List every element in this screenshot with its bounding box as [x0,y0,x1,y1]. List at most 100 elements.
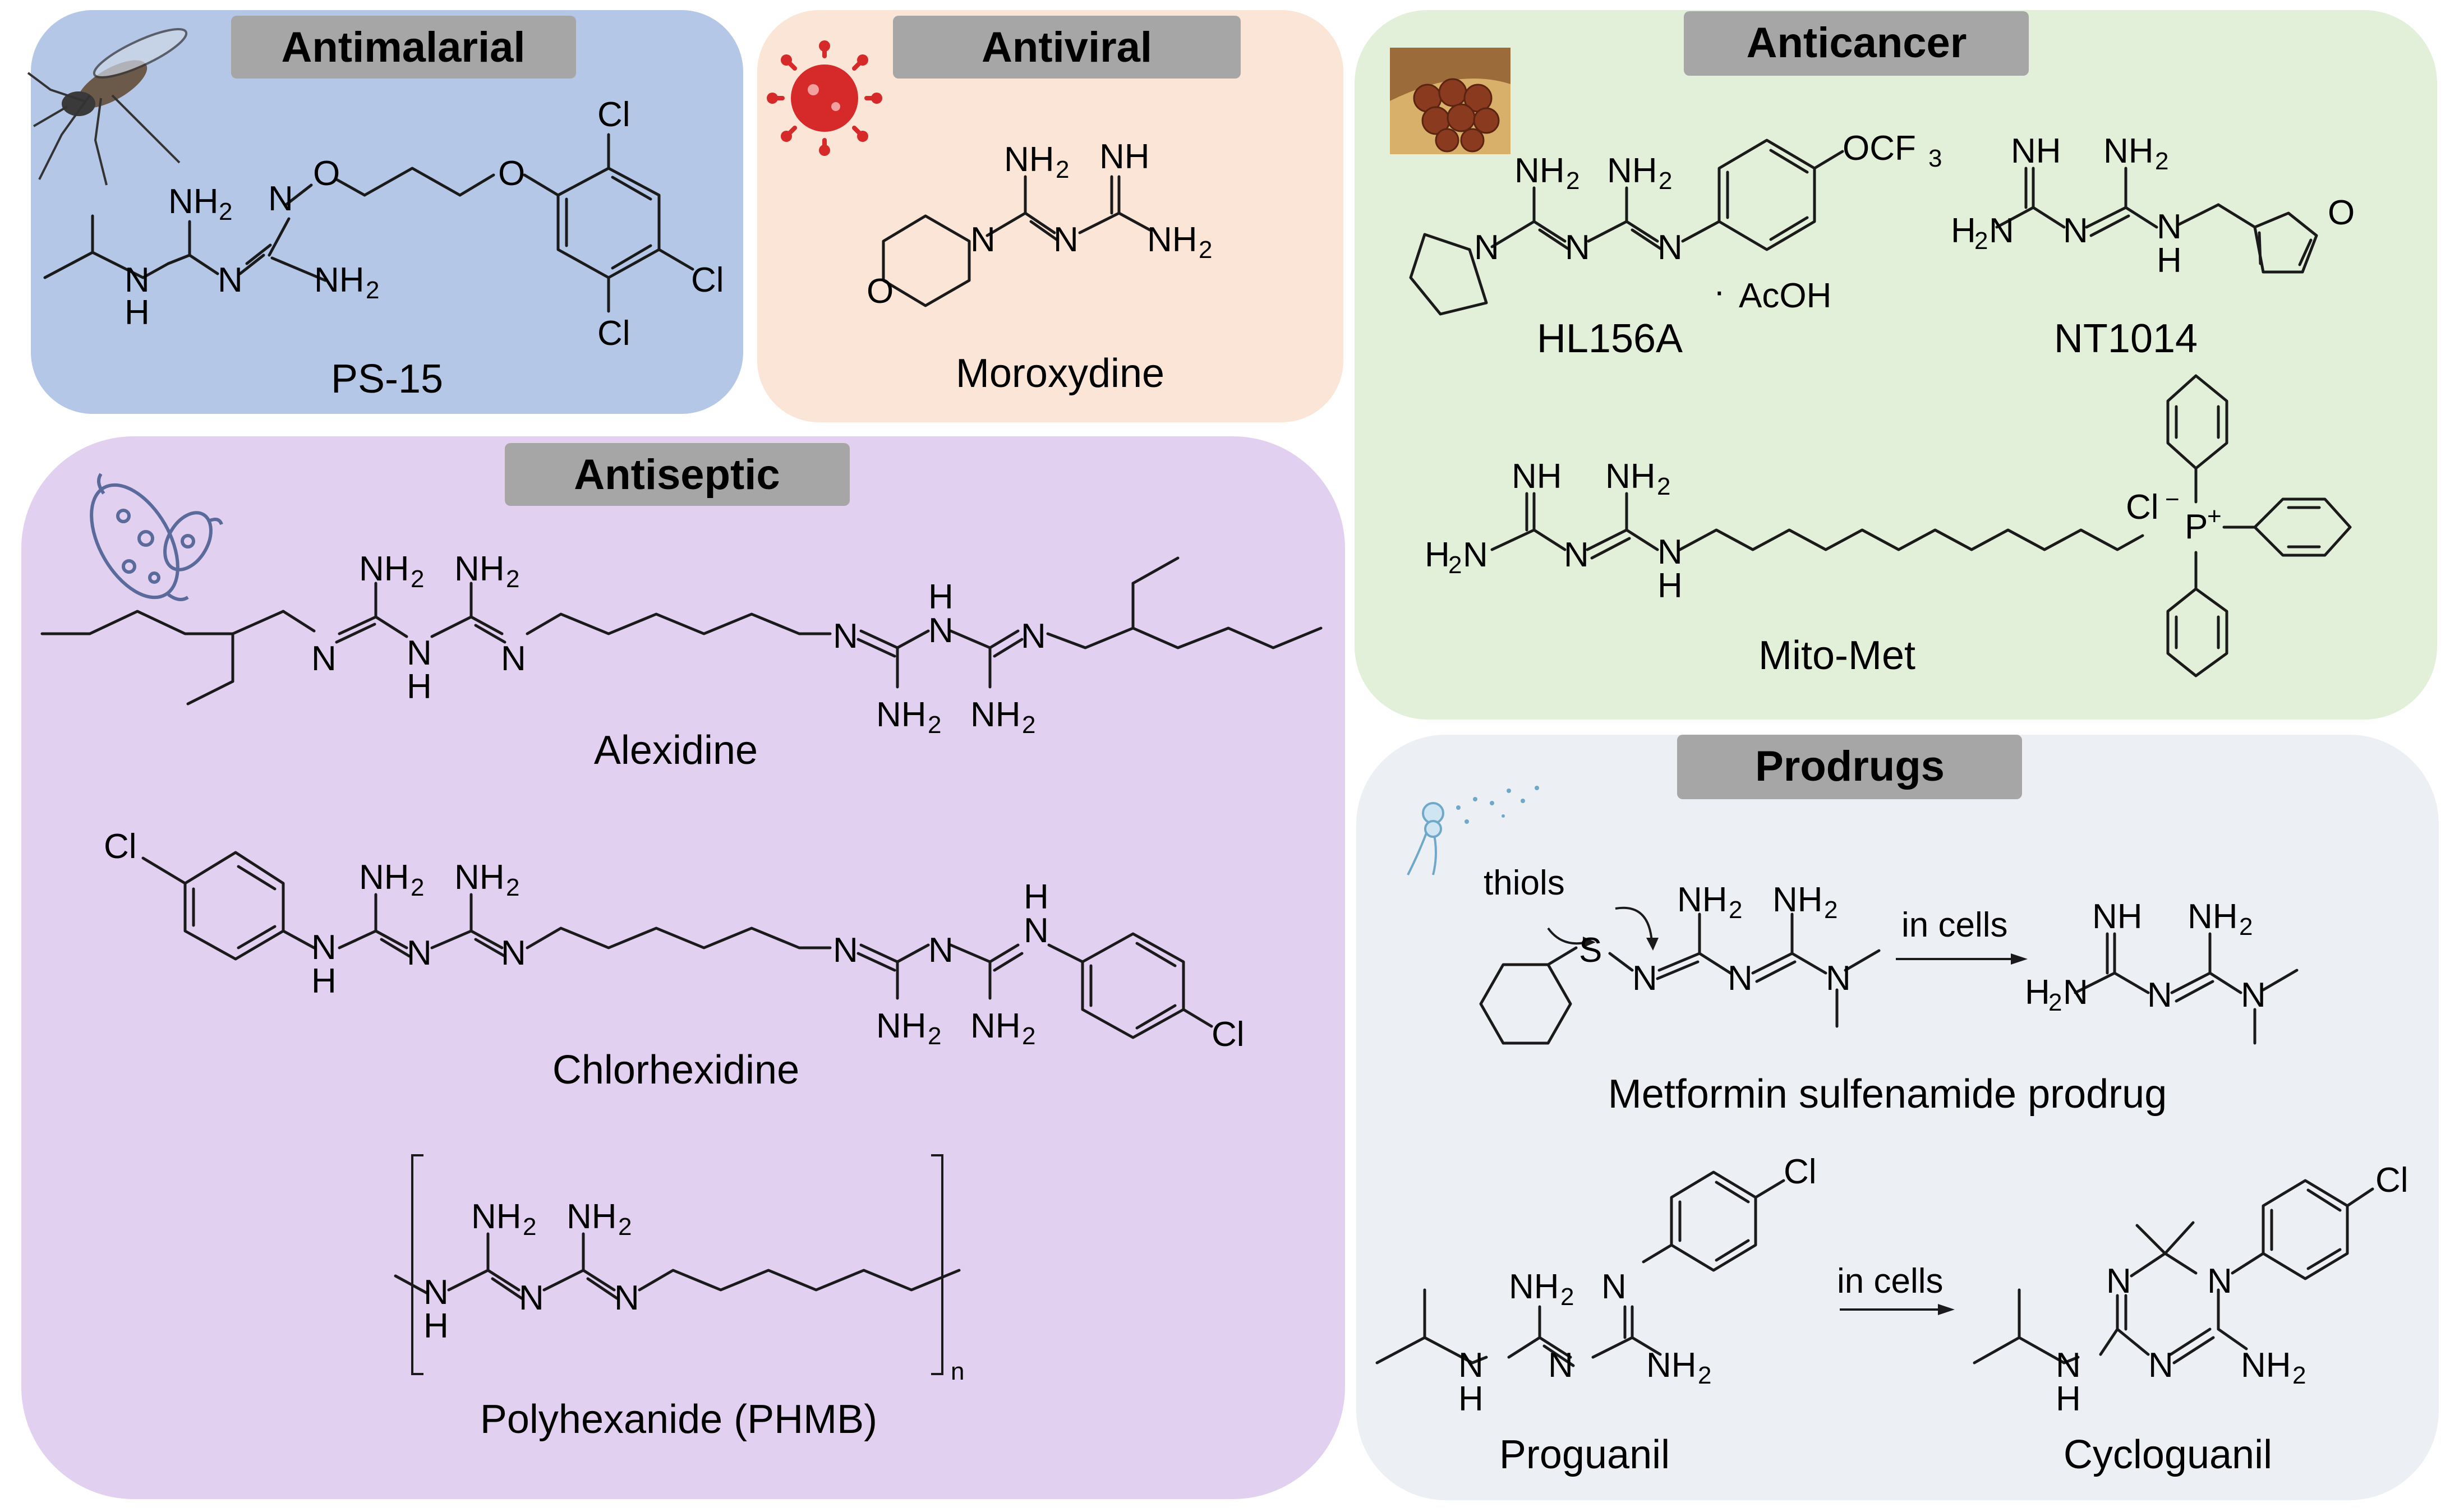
mitomet-minus: − [2165,486,2180,513]
antiviral-panel [757,10,1343,422]
phmb-structure [394,1154,961,1375]
mitomet-h: H [1657,566,1683,605]
subscript-2: 2 [506,565,519,593]
ps15-cl-1: Cl [597,95,630,134]
chlorhexidine-h-1: H [311,962,337,1001]
alexidine-h-1: H [407,667,432,706]
nt1014-n-h: N [2157,208,2182,246]
phmb-nh2-2: NH [567,1197,617,1236]
tumor-tissue-icon [1390,48,1510,154]
virus-icon [767,40,882,156]
antiviral-header: Antiviral [893,16,1241,79]
nt1014-h2n: H [1951,211,1976,250]
cycloguanil-n-2: N [2148,1346,2173,1385]
mitomet-chloride: Cl [2126,488,2159,527]
proguanil-structure [1375,1170,1785,1367]
moroxydine-o: O [867,272,894,311]
antiseptic-title: Antiseptic [574,451,780,499]
nt1014-label: NT1014 [2054,316,2198,361]
cycloguanil-nh: N [2056,1346,2081,1385]
hl156a-atom-labels: N NH 2 N NH 2 N OCF 3 · AcOH [1474,129,1942,315]
cycloguanil-n-3: N [2207,1262,2232,1301]
chlorhexidine-cl-1: Cl [104,827,137,866]
moroxydine-label: Moroxydine [956,351,1164,396]
alexidine-atom-labels: N NH 2 N H NH 2 N N NH 2 H N NH 2 N [311,550,1046,739]
metformin-h2n: H [2025,973,2050,1012]
subscript-3: 3 [1928,145,1942,172]
mitomet-structure [1490,374,2352,677]
antiseptic-panel [21,436,1345,1499]
subscript-2: 2 [1199,236,1212,264]
nt1014-structure [1995,167,2318,274]
subscript-2: 2 [2239,913,2253,941]
alexidine-n-1: N [311,639,337,678]
chlorhexidine-n-4: N [928,931,954,970]
prodrug-n-2: N [1728,959,1753,998]
moroxydine-nh: NH [1099,137,1150,176]
metformin-h2n-n: N [2063,973,2088,1012]
alexidine-nh2-3: NH [876,695,927,734]
moroxydine-nh2-b: NH [1147,220,1198,259]
subscript-2: 2 [411,874,424,901]
chlorhexidine-cl-2: Cl [1212,1015,1245,1054]
hl156a-n-2: N [1657,228,1683,267]
chlorhexidine-nh2-1: NH [359,858,409,897]
metformin-n-imine: N [2147,976,2172,1015]
phmb-label: Polyhexanide (PHMB) [480,1397,877,1442]
bacteria-icon [90,473,223,601]
mitomet-plus: + [2207,503,2222,530]
ps15-n-oxime: N [268,179,293,218]
prodrug-nh2-1: NH [1677,881,1728,919]
alexidine-n-2: N [501,639,526,678]
hl156a-ocf3: OCF [1843,129,1916,168]
cycloguanil-atom-labels: N H N N N NH 2 Cl [2056,1161,2408,1418]
mosquito-icon [27,28,188,186]
chlorhexidine-structure [141,851,1213,1039]
antiseptic-header: Antiseptic [505,443,850,506]
chlorhexidine-label: Chlorhexidine [552,1048,799,1092]
subscript-2: 2 [411,565,424,593]
antimalarial-header: Antimalarial [231,16,576,79]
cycloguanil-label: Cycloguanil [2064,1432,2272,1477]
prodrugs-panel [1356,735,2439,1500]
hl156a-salt-dot: · [1714,272,1725,311]
subscript-2: 2 [1657,473,1670,500]
subscript-2: 2 [219,198,232,225]
subscript-2: 2 [523,1213,536,1241]
mitomet-n-h: N [1657,533,1683,571]
prodrugs-header: Prodrugs [1677,735,2022,799]
ps15-label: PS-15 [331,357,443,402]
anticancer-title: Anticancer [1747,19,1967,67]
phmb-n-1: N [519,1279,544,1317]
subscript-2: 2 [1729,896,1742,924]
chlorhexidine-nh2-2: NH [454,858,505,897]
chlorhexidine-h-2: H [1024,878,1049,916]
mitomet-h2n: H [1425,536,1450,574]
nt1014-o: O [2328,193,2355,232]
alexidine-nh-1: N [407,634,432,672]
subscript-2: 2 [1659,167,1672,195]
subscript-2: 2 [928,1022,941,1050]
metformin-prodrug-structure [1479,906,2299,1045]
metformin-nh: NH [2092,897,2143,936]
metformin-n-dimethyl: N [2241,976,2266,1015]
hl156a-n-1: N [1565,228,1590,267]
cycloguanil-n-1: N [2106,1262,2131,1301]
antimalarial-panel [31,10,743,414]
cycloguanil-cl: Cl [2375,1161,2408,1200]
anticancer-header: Anticancer [1684,11,2029,76]
subscript-2: 2 [928,711,941,739]
cycloguanil-h: H [2056,1380,2081,1418]
moroxydine-atom-labels: N O NH 2 N NH NH 2 [867,137,1212,311]
mitomet-atom-labels: H 2 N NH N NH 2 N H Cl − P + [1425,457,2222,605]
proguanil-nh2-2: NH [1646,1346,1697,1385]
ps15-nh2-a: NH [168,182,219,221]
ps15-atom-labels: NH 2 N H N N O NH 2 O Cl Cl Cl [125,95,724,353]
mitomet-h2n-n: N [1463,536,1488,574]
chlorhexidine-n-2: N [501,934,526,972]
subscript-2: 2 [1022,711,1035,739]
metformin-nh2: NH [2188,897,2238,936]
moroxydine-n-ring: N [970,220,996,259]
subscript-2: 2 [618,1213,632,1241]
nt1014-n-imine: N [2063,211,2088,250]
